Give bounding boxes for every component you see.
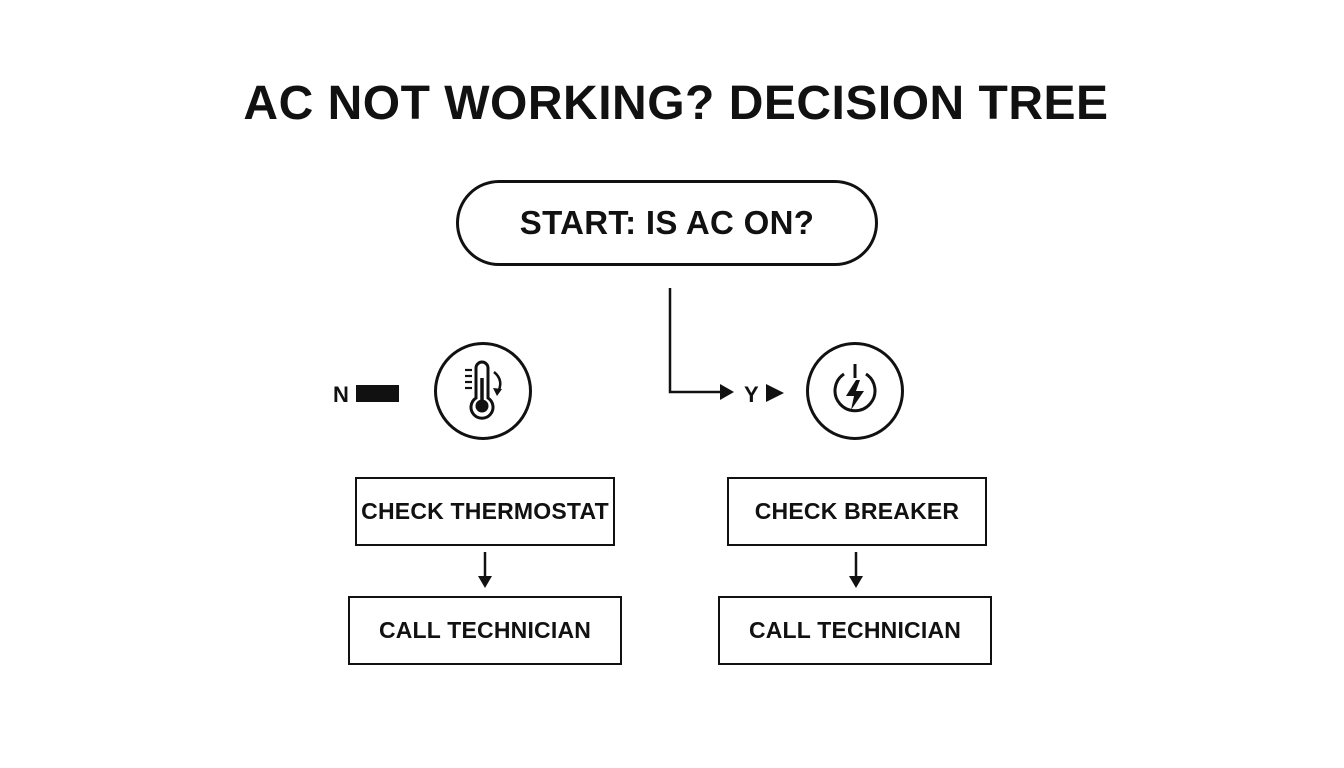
check-breaker-box: CHECK BREAKER xyxy=(727,477,987,546)
right-down-arrowhead xyxy=(849,576,863,588)
thermostat-icon-circle xyxy=(434,342,532,440)
start-to-yes-connector xyxy=(668,288,722,394)
yes-call-technician-box: CALL TECHNICIAN xyxy=(718,596,992,665)
yes-pointer-arrowhead xyxy=(766,384,784,402)
check-breaker-label: CHECK BREAKER xyxy=(754,498,960,524)
thermometer-icon xyxy=(465,360,502,420)
breaker-icon-circle xyxy=(806,342,904,440)
power-lightning-icon xyxy=(833,364,877,413)
start-node-label: START: IS AC ON? xyxy=(519,204,815,241)
start-node: START: IS AC ON? xyxy=(456,180,878,266)
no-branch-bar xyxy=(356,385,399,402)
no-branch-label: N xyxy=(333,382,349,407)
no-call-technician-box: CALL TECHNICIAN xyxy=(348,596,622,665)
left-down-arrowhead xyxy=(478,576,492,588)
yes-connector-arrowhead xyxy=(720,384,734,400)
yes-branch-label: Y xyxy=(744,382,759,407)
check-thermostat-box: CHECK THERMOSTAT xyxy=(355,477,615,546)
diagram-title: AC NOT WORKING? DECISION TREE xyxy=(243,77,1109,130)
no-call-technician-label: CALL TECHNICIAN xyxy=(378,617,592,643)
yes-call-technician-label: CALL TECHNICIAN xyxy=(748,617,962,643)
check-thermostat-label: CHECK THERMOSTAT xyxy=(361,498,609,524)
